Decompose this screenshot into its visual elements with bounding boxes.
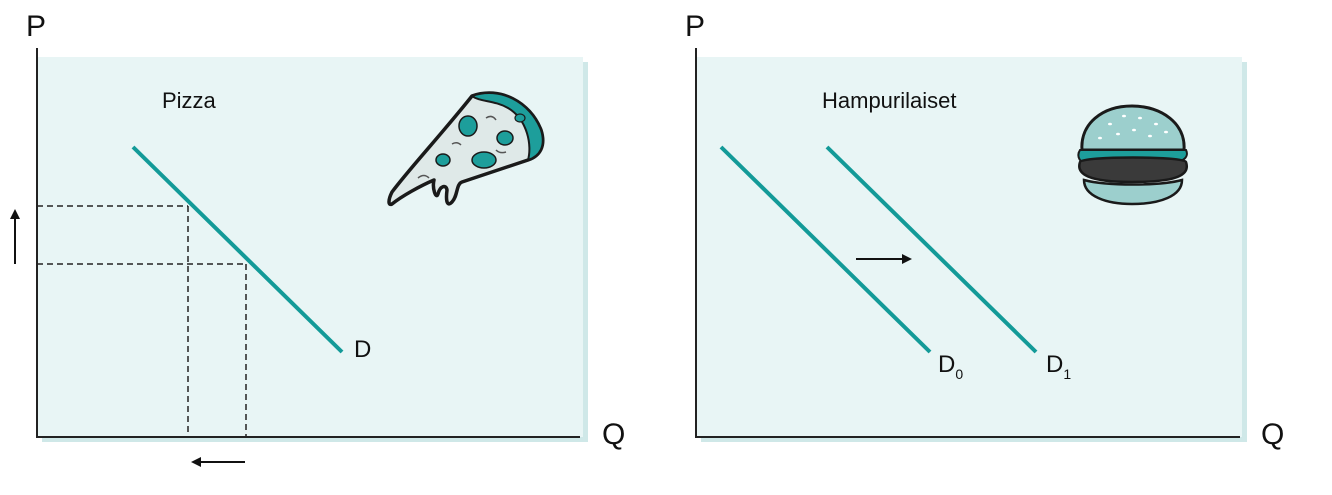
left-x-axis-label: Q (602, 418, 625, 451)
demand-curve-d-label: D (354, 336, 371, 363)
left-panel-title: Pizza (162, 88, 217, 113)
d1-letter: D (1046, 351, 1063, 378)
right-y-axis-label: P (685, 10, 705, 43)
left-y-axis-label: P (26, 10, 46, 43)
demand-curve-d1 (825, 145, 1038, 354)
pizza-slice-icon (387, 91, 545, 207)
d1-subscript: 1 (1063, 366, 1071, 382)
right-panel-title: Hampurilaiset (822, 88, 957, 113)
d0-letter: D (938, 351, 955, 378)
demand-curve-d0 (719, 145, 932, 354)
right-panel: P Q Hampurilaiset D0 D1 (685, 10, 1284, 451)
demand-curve-d0-label: D0 (938, 351, 963, 382)
right-x-axis-label: Q (1261, 418, 1284, 451)
d0-subscript: 0 (955, 366, 963, 382)
hamburger-icon (1077, 104, 1189, 206)
left-panel: P Q Pizza D (10, 10, 625, 467)
left-guide-lines (37, 205, 247, 437)
demand-curve-d (131, 145, 344, 354)
demand-curve-d1-label: D1 (1046, 351, 1071, 382)
